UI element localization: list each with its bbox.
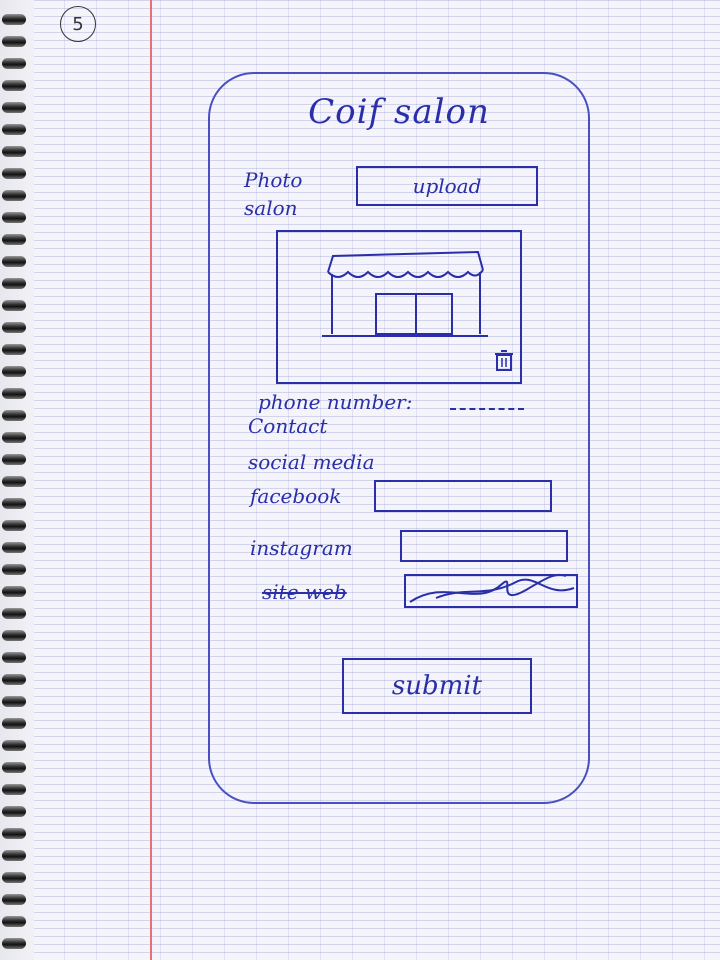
notebook-spiral <box>0 0 34 960</box>
spiral-ring <box>2 124 26 135</box>
spiral-ring <box>2 366 26 377</box>
contact-label: Contact <box>248 414 328 438</box>
upload-button[interactable]: upload <box>356 166 538 206</box>
spiral-ring <box>2 630 26 641</box>
shop-icon <box>322 250 488 337</box>
spiral-ring <box>2 146 26 157</box>
page-number: 5 <box>60 6 96 42</box>
phone-number-input[interactable] <box>450 408 524 410</box>
spiral-ring <box>2 762 26 773</box>
website-input[interactable] <box>404 574 578 608</box>
spiral-ring <box>2 278 26 289</box>
spiral-ring <box>2 300 26 311</box>
social-media-heading: social media <box>248 450 375 474</box>
page-margin-line <box>150 0 152 960</box>
spiral-ring <box>2 454 26 465</box>
spiral-ring <box>2 322 26 333</box>
spiral-ring <box>2 608 26 619</box>
spiral-ring <box>2 828 26 839</box>
spiral-ring <box>2 542 26 553</box>
instagram-label: instagram <box>250 536 353 560</box>
spiral-ring <box>2 476 26 487</box>
trash-icon[interactable] <box>494 350 514 372</box>
photo-label: Photo salon <box>244 168 303 220</box>
facebook-input[interactable] <box>374 480 552 512</box>
phone-number-label: phone number: <box>258 390 413 414</box>
spiral-ring <box>2 388 26 399</box>
submit-button[interactable]: submit <box>342 658 532 714</box>
spiral-ring <box>2 586 26 597</box>
spiral-ring <box>2 234 26 245</box>
spiral-ring <box>2 916 26 927</box>
app-title: Coif salon <box>308 92 490 132</box>
salon-photo-preview <box>276 230 522 384</box>
spiral-ring <box>2 344 26 355</box>
spiral-ring <box>2 410 26 421</box>
spiral-ring <box>2 36 26 47</box>
spiral-ring <box>2 696 26 707</box>
instagram-input[interactable] <box>400 530 568 562</box>
spiral-ring <box>2 58 26 69</box>
website-label: site web <box>262 580 347 604</box>
spiral-ring <box>2 498 26 509</box>
website-scribble <box>409 573 575 603</box>
spiral-ring <box>2 740 26 751</box>
spiral-ring <box>2 432 26 443</box>
facebook-label: facebook <box>250 484 342 508</box>
phone-frame: Coif salon Photo salon upload phone numb… <box>208 72 590 804</box>
spiral-ring <box>2 212 26 223</box>
spiral-ring <box>2 850 26 861</box>
spiral-ring <box>2 806 26 817</box>
spiral-ring <box>2 190 26 201</box>
spiral-ring <box>2 938 26 949</box>
spiral-ring <box>2 14 26 25</box>
spiral-ring <box>2 102 26 113</box>
spiral-ring <box>2 784 26 795</box>
spiral-ring <box>2 520 26 531</box>
spiral-ring <box>2 256 26 267</box>
spiral-ring <box>2 718 26 729</box>
spiral-ring <box>2 674 26 685</box>
spiral-ring <box>2 168 26 179</box>
spiral-ring <box>2 652 26 663</box>
spiral-ring <box>2 894 26 905</box>
spiral-ring <box>2 564 26 575</box>
spiral-ring <box>2 872 26 883</box>
spiral-ring <box>2 80 26 91</box>
